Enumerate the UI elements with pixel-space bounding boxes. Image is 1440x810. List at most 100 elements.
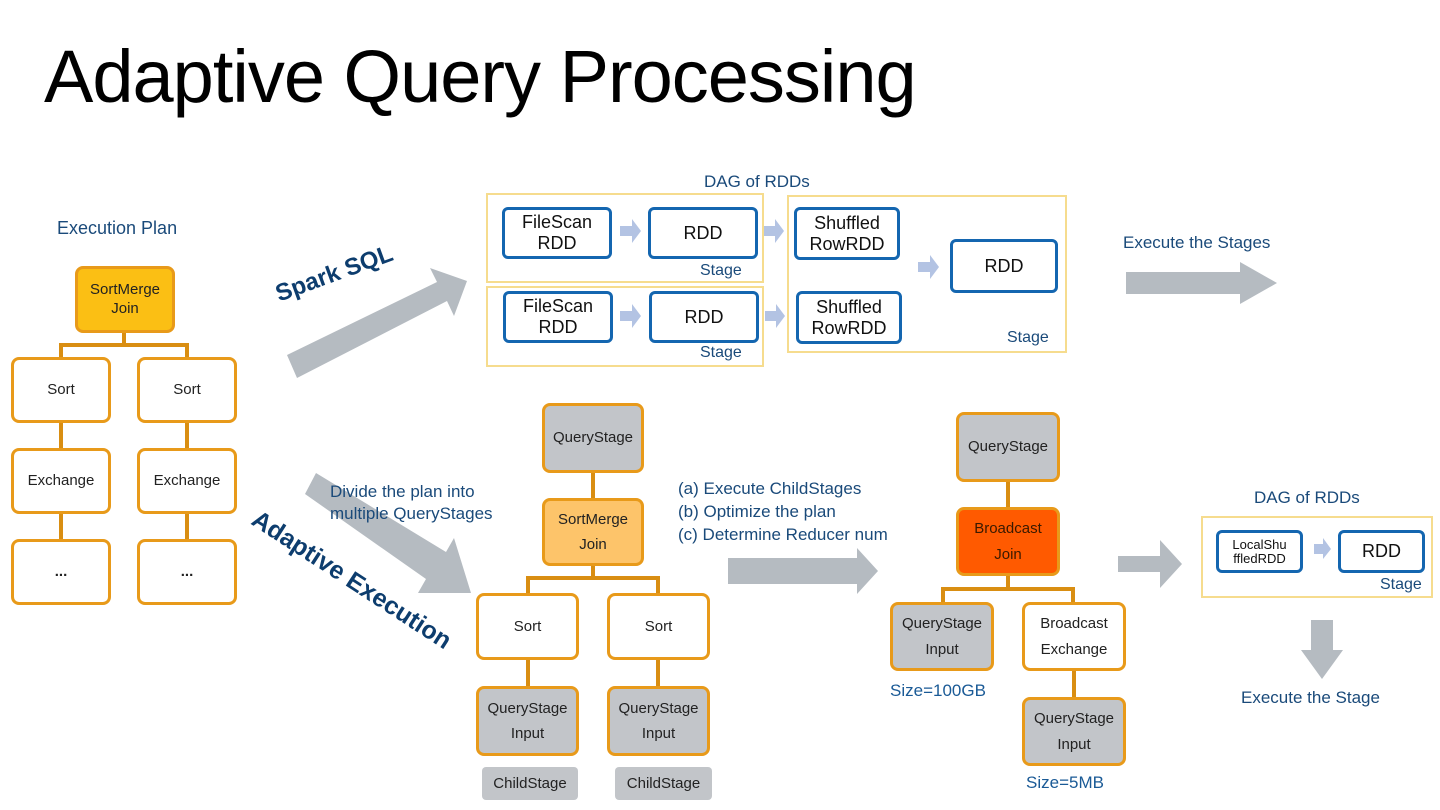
connector xyxy=(1072,671,1076,698)
size-100gb-label: Size=100GB xyxy=(890,681,986,700)
rdd-label: LocalShu xyxy=(1232,536,1287,552)
connector xyxy=(526,576,530,594)
node-label: QueryStage xyxy=(618,699,699,717)
execute-stage-label: Execute the Stage xyxy=(1241,688,1380,707)
connector xyxy=(656,660,660,687)
divide-text-line: multiple QueryStages xyxy=(330,504,493,524)
node-label: QueryStage xyxy=(487,699,568,717)
node-label: Input xyxy=(1057,735,1091,753)
filescan-rdd-1: FileScan RDD xyxy=(502,207,612,259)
plan-left-ellipsis-node: ... xyxy=(11,539,111,605)
step-item: (b) Optimize the plan xyxy=(678,501,836,521)
right-childstage-chip: ChildStage xyxy=(615,767,712,800)
final-rdd: RDD xyxy=(950,239,1058,293)
plan-left-sort-node: Sort xyxy=(11,357,111,423)
connector xyxy=(526,576,660,580)
rdd-label: RowRDD xyxy=(811,317,887,338)
plan-right-sort-node: Sort xyxy=(137,357,237,423)
connector xyxy=(941,587,1075,591)
step-item: (c) Determine Reducer num xyxy=(678,524,888,544)
adaptive-stage-box xyxy=(1201,516,1433,598)
connector xyxy=(1071,587,1075,603)
node-label: Broadcast xyxy=(974,520,1042,537)
broadcast-exchange-node: Broadcast Exchange xyxy=(1022,602,1126,671)
slide-title: Adaptive Query Processing xyxy=(44,35,917,118)
node-label: Broadcast xyxy=(1040,615,1108,632)
plan-right-exchange-node: Exchange xyxy=(137,448,237,514)
small-arrow xyxy=(620,304,641,328)
stage-box-1 xyxy=(486,193,764,283)
dag-heading: DAG of RDDs xyxy=(704,172,810,191)
connector xyxy=(59,343,189,347)
node-label: Input xyxy=(641,725,676,742)
execute-stage-down-arrow xyxy=(1301,620,1343,679)
connector xyxy=(59,514,63,540)
node-label: SortMerge xyxy=(89,280,161,298)
connector xyxy=(185,423,189,449)
execute-stages-arrow xyxy=(1126,262,1277,304)
connector xyxy=(59,423,63,449)
left-sort-node: Sort xyxy=(476,593,579,660)
step-item: (a) Execute ChildStages xyxy=(678,479,862,498)
rdd-1: RDD xyxy=(648,207,758,259)
rdd-label: RDD xyxy=(538,317,578,337)
small-arrow xyxy=(765,304,785,328)
node-label: QueryStage xyxy=(901,615,983,632)
sortmerge-join-node: SortMerge Join xyxy=(542,498,644,566)
size-5mb-label: Size=5MB xyxy=(1026,773,1104,792)
plan-sortmerge-join-node: SortMerge Join xyxy=(75,266,175,333)
to-dag-arrow xyxy=(1118,540,1182,588)
connector xyxy=(122,333,126,345)
rdd-label: FileScan xyxy=(521,212,593,233)
querystage-node: QueryStage xyxy=(542,403,644,473)
left-childstage-chip: ChildStage xyxy=(482,767,578,800)
connector xyxy=(656,576,660,594)
stage-label: Stage xyxy=(700,344,742,361)
querystage-input-100gb-node: QueryStage Input xyxy=(890,602,994,671)
small-arrow xyxy=(764,219,784,243)
execute-stages-label: Execute the Stages xyxy=(1123,233,1271,252)
divide-text: Divide the plan into multiple QueryStage… xyxy=(330,481,493,525)
rdd-2: RDD xyxy=(649,291,759,343)
optimize-arrow xyxy=(728,548,878,594)
stage-box-2 xyxy=(486,286,764,367)
connector xyxy=(185,514,189,540)
stage-label: Stage xyxy=(1007,329,1049,346)
connector xyxy=(1006,576,1010,588)
small-arrow xyxy=(918,255,939,279)
querystage-input-5mb-node: QueryStage Input xyxy=(1022,697,1126,766)
connector xyxy=(185,343,189,358)
plan-left-exchange-node: Exchange xyxy=(11,448,111,514)
node-label: Join xyxy=(579,536,607,553)
node-label: Join xyxy=(994,545,1022,563)
connector xyxy=(59,343,63,358)
node-label: Exchange xyxy=(1040,640,1108,658)
stage-box-3 xyxy=(787,195,1067,353)
right-querystage-input-node: QueryStage Input xyxy=(607,686,710,756)
left-querystage-input-node: QueryStage Input xyxy=(476,686,579,756)
rdd-label: ffledRDD xyxy=(1233,550,1286,566)
querystage-node-2: QueryStage xyxy=(956,412,1060,482)
connector xyxy=(526,660,530,687)
right-sort-node: Sort xyxy=(607,593,710,660)
small-arrow xyxy=(1314,538,1331,559)
broadcast-join-node: Broadcast Join xyxy=(956,507,1060,576)
divide-text-line: Divide the plan into xyxy=(330,482,475,501)
spark-sql-arrow xyxy=(287,268,467,378)
connector xyxy=(591,473,595,499)
shuffled-rowrdd-1: Shuffled RowRDD xyxy=(794,207,900,260)
rdd-label: Shuffled xyxy=(816,296,882,317)
connector xyxy=(1006,482,1010,508)
node-label: Join xyxy=(111,299,139,317)
local-shuffled-rdd: LocalShu ffledRDD xyxy=(1216,530,1303,573)
rdd-label: Shuffled xyxy=(814,212,880,233)
node-label: Input xyxy=(925,640,959,658)
execution-plan-heading: Execution Plan xyxy=(57,218,178,238)
stage-label: Stage xyxy=(1380,576,1422,593)
plan-right-ellipsis-node: ... xyxy=(137,539,237,605)
connector xyxy=(941,587,945,603)
connector xyxy=(591,566,595,578)
node-label: Input xyxy=(510,725,545,742)
stage-label: Stage xyxy=(700,262,742,279)
